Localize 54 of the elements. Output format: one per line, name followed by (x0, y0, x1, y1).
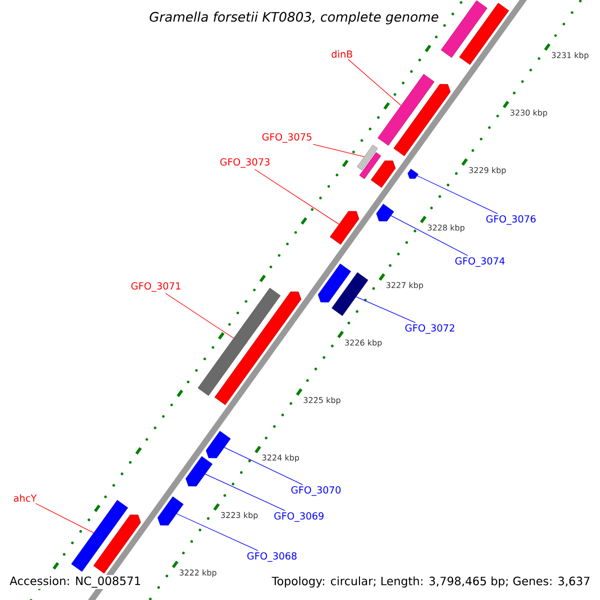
gene-label: ahcY (14, 494, 37, 502)
tick-label: 3226 kbp (345, 339, 382, 348)
tick-label: 3227 kbp (386, 282, 424, 290)
gene-bar (186, 456, 212, 486)
gene-label: GFO_3075 (262, 133, 312, 143)
tick-label: 3223 kbp (221, 512, 258, 520)
gene-bar (206, 430, 231, 458)
gene-label: GFO_3069 (274, 512, 324, 522)
gene-label: GFO_3073 (220, 158, 270, 168)
leader-line (204, 474, 286, 511)
gene-bar (332, 272, 368, 316)
leader-line (416, 175, 498, 214)
leader-line (356, 296, 416, 323)
leader-line (254, 169, 340, 225)
leader-line (390, 215, 468, 256)
gene-label: GFO_3068 (247, 552, 297, 562)
leader-line (348, 59, 402, 106)
gene-bar (214, 292, 302, 406)
footer-text: Topology: circular; Length: 3,798,465 bp; Genes: 3,637 (270, 575, 592, 589)
gene-bar (318, 264, 352, 302)
tick-label: 3224 kbp (262, 454, 300, 462)
tick-label: 3222 kbp (180, 569, 216, 578)
tick-label: 3225 kbp (304, 396, 340, 405)
gene-bar (408, 168, 418, 179)
leader-line (312, 144, 364, 158)
gene-bar (359, 152, 382, 180)
gene-bar (93, 514, 141, 574)
gene-bar (459, 2, 509, 65)
tick-label: 3230 kbp (510, 109, 548, 118)
gene-bar (440, 0, 488, 58)
tick-label: 3231 kbp (552, 52, 588, 60)
gene-bar (394, 84, 451, 156)
title: Gramella forsetii KT0803, complete genome (150, 12, 438, 24)
footer-text: Accession: NC_008571 (8, 574, 142, 590)
gene-bar (370, 160, 396, 188)
gene-bar (330, 211, 360, 245)
gene-label: GFO_3074 (455, 257, 505, 267)
gene-label: GFO_3071 (131, 282, 180, 292)
leader-line (224, 447, 303, 485)
leader-line (165, 293, 234, 338)
tick-label: 3228 kbp (428, 224, 464, 232)
leader-line (35, 503, 94, 534)
gene-bar (376, 204, 394, 222)
gene-bar (198, 288, 281, 396)
gene-label: GFO_3076 (486, 215, 536, 225)
gene-label: dinB (332, 50, 352, 58)
leader-line (176, 513, 258, 551)
tick-label: 3229 kbp (469, 166, 506, 175)
gene-bar (356, 144, 378, 170)
gene-bar (71, 500, 128, 572)
gene-label: GFO_3072 (405, 324, 454, 334)
gene-bar (158, 496, 184, 526)
gene-bar (378, 74, 434, 146)
gene-label: GFO_3070 (291, 486, 341, 496)
